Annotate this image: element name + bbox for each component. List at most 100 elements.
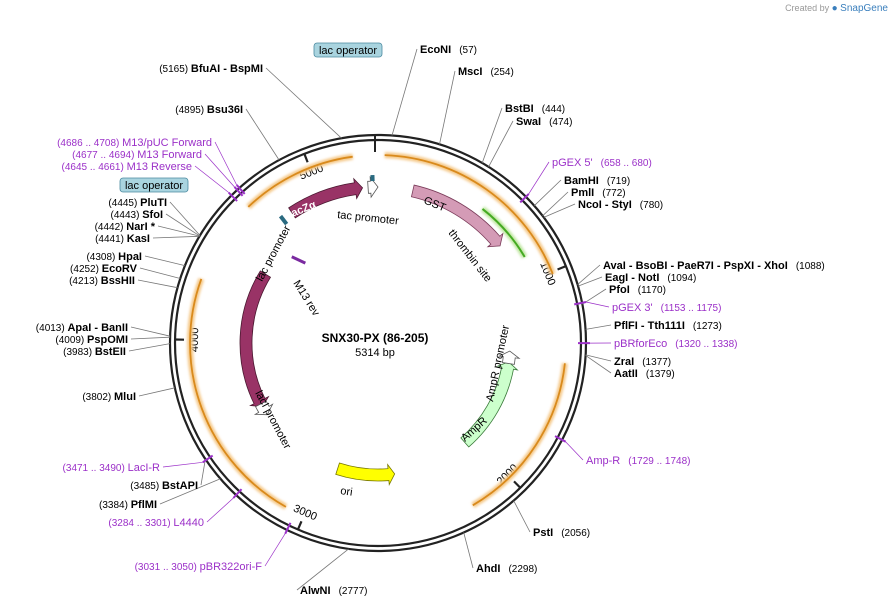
restriction-site[interactable]: (4013) ApaI - BanII bbox=[36, 322, 128, 334]
site-label: BamHI(719) bbox=[564, 175, 630, 187]
site-leader bbox=[265, 67, 342, 139]
primer-site[interactable]: (3031 .. 3050) pBR322ori-F bbox=[135, 561, 263, 573]
primer-leader bbox=[565, 441, 584, 461]
restriction-site[interactable]: PfoI(1170) bbox=[609, 284, 666, 296]
primer-site[interactable]: Amp-R(1729 .. 1748) bbox=[586, 455, 691, 467]
restriction-site[interactable]: EcoNI(57) bbox=[420, 44, 477, 56]
restriction-site[interactable]: (5165) BfuAI - BspMI bbox=[159, 63, 263, 75]
primer-site[interactable]: (3471 .. 3490) LacI-R bbox=[63, 462, 161, 474]
primer-label: (3284 .. 3301) L4440 bbox=[108, 517, 204, 529]
site-label: PmlI(772) bbox=[571, 187, 626, 199]
primer-site[interactable]: (4677 .. 4694) M13 Forward bbox=[72, 149, 202, 161]
snapgene-logo-icon: ● bbox=[831, 3, 838, 14]
primer-leader bbox=[194, 165, 229, 193]
ori-label: ori bbox=[340, 485, 354, 499]
ampr-promoter-arrow bbox=[497, 350, 521, 365]
restriction-site[interactable]: EagI - NotI(1094) bbox=[605, 272, 696, 284]
restriction-site[interactable]: (3983) BstEII bbox=[63, 346, 126, 358]
orf-arc bbox=[189, 278, 287, 508]
ori-arrow bbox=[335, 462, 396, 486]
primer-site[interactable]: pGEX 5'(658 .. 680) bbox=[552, 157, 652, 169]
restriction-site[interactable]: (4308) HpaI bbox=[86, 251, 142, 263]
site-label: PflFI - Tth111I(1273) bbox=[614, 320, 722, 332]
primer-label: (4677 .. 4694) M13 Forward bbox=[72, 149, 202, 161]
primer-label: (3031 .. 3050) pBR322ori-F bbox=[135, 561, 263, 573]
site-leader bbox=[200, 458, 206, 486]
site-leader bbox=[130, 326, 171, 337]
primer-leader bbox=[214, 141, 238, 186]
primer-mark bbox=[232, 488, 243, 499]
tick-mark bbox=[296, 520, 303, 530]
restriction-site[interactable]: PflFI - Tth111I(1273) bbox=[614, 320, 722, 332]
site-leader bbox=[488, 120, 514, 167]
lac-operator-top-label: lac operator bbox=[319, 45, 377, 57]
restriction-site[interactable]: NcoI - StyI(780) bbox=[578, 199, 663, 211]
site-leader bbox=[585, 354, 612, 362]
restriction-site[interactable]: (4443) SfoI bbox=[111, 209, 163, 221]
site-leader bbox=[582, 288, 607, 305]
site-leader bbox=[152, 235, 200, 239]
plasmid-name: SNX30-PX (86-205) bbox=[322, 331, 429, 345]
tac-promoter-label: tac promoter bbox=[337, 209, 400, 227]
primer-site[interactable]: (3284 .. 3301) L4440 bbox=[108, 517, 204, 529]
primer-label: Amp-R(1729 .. 1748) bbox=[586, 455, 691, 467]
site-leader bbox=[439, 70, 456, 145]
restriction-site[interactable]: BstBI(444) bbox=[505, 103, 565, 115]
lac-promoter-label: lac promoter bbox=[254, 223, 293, 283]
primer-site[interactable]: (4645 .. 4661) M13 Reverse bbox=[62, 161, 192, 173]
restriction-site[interactable]: AatII(1379) bbox=[614, 368, 675, 380]
restriction-site[interactable]: ZraI(1377) bbox=[614, 356, 671, 368]
restriction-site[interactable]: AhdI(2298) bbox=[476, 563, 537, 575]
restriction-site[interactable]: (4213) BssHII bbox=[69, 275, 135, 287]
site-label: AatII(1379) bbox=[614, 368, 675, 380]
site-label: PstI(2056) bbox=[533, 527, 590, 539]
restriction-site[interactable]: (4252) EcoRV bbox=[70, 263, 138, 275]
site-label: (4443) SfoI bbox=[111, 209, 163, 221]
restriction-site[interactable]: PmlI(772) bbox=[571, 187, 626, 199]
primer-site[interactable]: pGEX 3'(1153 .. 1175) bbox=[612, 302, 721, 314]
primer-leader bbox=[528, 161, 550, 195]
restriction-site[interactable]: BamHI(719) bbox=[564, 175, 630, 187]
restriction-site[interactable]: AlwNI(2777) bbox=[300, 585, 367, 597]
primer-leader bbox=[162, 461, 203, 468]
site-label: AhdI(2298) bbox=[476, 563, 537, 575]
restriction-site[interactable]: (3384) PflMI bbox=[99, 499, 157, 511]
restriction-site[interactable]: (4895) Bsu36I bbox=[175, 104, 243, 116]
orf-glow bbox=[187, 277, 288, 510]
site-leader bbox=[585, 355, 612, 374]
tick-label: 3000 bbox=[291, 503, 318, 524]
laci-promoter-label: lacI promoter bbox=[252, 389, 293, 452]
site-label: NcoI - StyI(780) bbox=[578, 199, 663, 211]
restriction-site[interactable]: (3802) MluI bbox=[82, 391, 136, 403]
restriction-site[interactable]: AvaI - BsoBI - PaeR7I - PspXI - XhoI(108… bbox=[603, 260, 825, 272]
site-leader bbox=[543, 203, 576, 218]
primer-leader bbox=[206, 497, 234, 523]
lac-operator-mark bbox=[278, 214, 289, 226]
restriction-site[interactable]: (4441) KasI bbox=[95, 233, 150, 245]
site-leader bbox=[513, 500, 531, 533]
site-leader bbox=[165, 213, 200, 237]
gst-arrow bbox=[410, 184, 504, 248]
primer-site[interactable]: pBRforEco(1320 .. 1338) bbox=[614, 338, 737, 350]
site-label: (4213) BssHII bbox=[69, 275, 135, 287]
orf-arc bbox=[247, 155, 353, 208]
site-label: BstBI(444) bbox=[505, 103, 565, 115]
m13-rev-label: M13 rev bbox=[290, 278, 321, 318]
primer-mark bbox=[227, 191, 238, 202]
orf-arc bbox=[472, 363, 566, 507]
site-label: (4013) ApaI - BanII bbox=[36, 322, 128, 334]
thrombin-arc bbox=[481, 208, 526, 258]
restriction-site[interactable]: PstI(2056) bbox=[533, 527, 590, 539]
restriction-site[interactable]: (4009) PspOMI bbox=[55, 334, 128, 346]
site-leader bbox=[391, 48, 418, 136]
restriction-site[interactable]: SwaI(474) bbox=[516, 116, 572, 128]
laci-label: lacI bbox=[213, 336, 227, 356]
restriction-site[interactable]: MscI(254) bbox=[458, 66, 514, 78]
primer-mark bbox=[202, 454, 214, 464]
restriction-site[interactable]: (4445) PluTI bbox=[108, 197, 167, 209]
plasmid-size: 5314 bp bbox=[355, 347, 395, 359]
restriction-site[interactable]: (4442) NarI * bbox=[95, 221, 156, 233]
restriction-site[interactable]: (3485) BstAPI bbox=[130, 480, 198, 492]
primer-site[interactable]: (4686 .. 4708) M13/pUC Forward bbox=[57, 137, 212, 149]
tick-mark bbox=[557, 265, 567, 271]
